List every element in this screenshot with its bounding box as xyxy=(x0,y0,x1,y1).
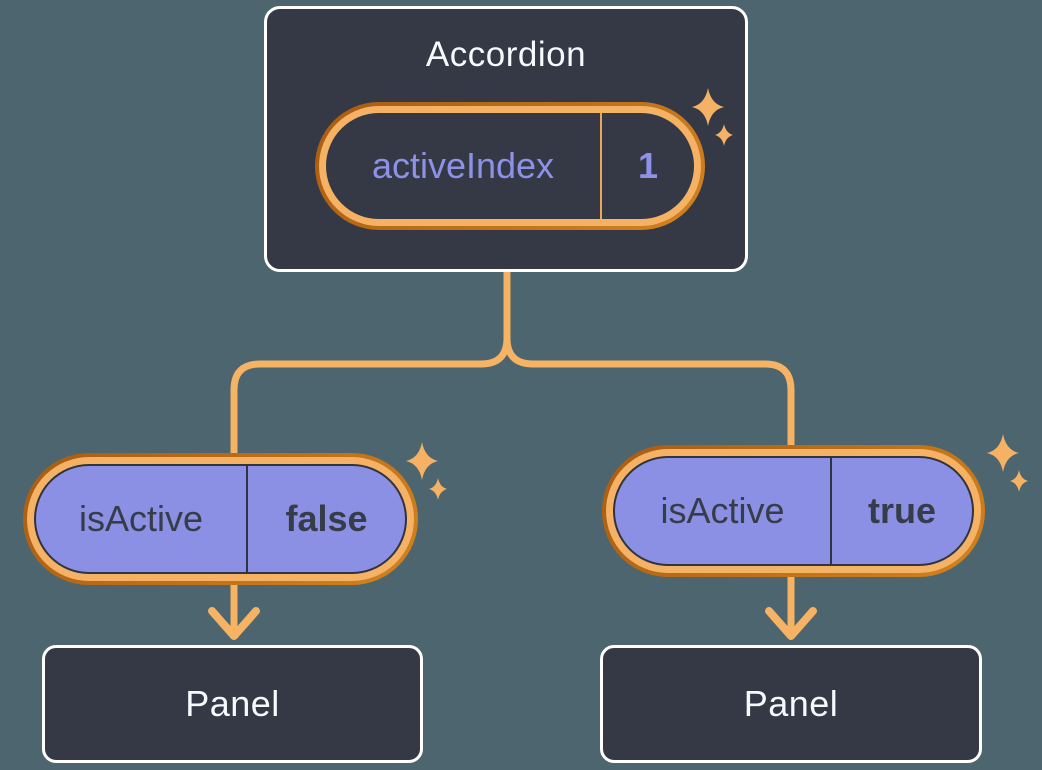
prop-name-label: isActive xyxy=(78,498,204,539)
pill-ring: activeIndex 1 xyxy=(319,106,701,226)
sparkles-icon xyxy=(692,88,733,146)
state-name-label: activeIndex xyxy=(371,145,555,186)
pill-ring: isActive true xyxy=(606,449,981,573)
prop-value: false xyxy=(246,466,405,572)
panel-component-box-left: Panel xyxy=(42,645,423,763)
pill-core: isActive false xyxy=(34,464,407,574)
prop-name-label: isActive xyxy=(660,490,785,531)
component-title: Accordion xyxy=(425,35,587,74)
state-pill-activeindex: activeIndex 1 xyxy=(315,102,705,230)
pill-core: isActive true xyxy=(613,456,974,566)
connector-right-branch xyxy=(503,269,795,632)
state-value: 1 xyxy=(600,113,694,219)
sparkles-icon xyxy=(987,434,1028,492)
prop-pill-isactive-left: isActive false xyxy=(23,453,418,585)
pill-ring: isActive false xyxy=(27,457,414,581)
panel-component-box-right: Panel xyxy=(600,645,982,763)
arrow-down-icon xyxy=(208,607,260,640)
prop-value: true xyxy=(830,458,972,564)
component-title: Panel xyxy=(185,683,280,724)
sparkles-icon xyxy=(406,442,447,500)
pill-core: activeIndex 1 xyxy=(326,113,694,219)
component-title: Panel xyxy=(743,683,839,724)
arrow-down-icon xyxy=(765,607,817,640)
prop-pill-isactive-right: isActive true xyxy=(602,445,985,577)
